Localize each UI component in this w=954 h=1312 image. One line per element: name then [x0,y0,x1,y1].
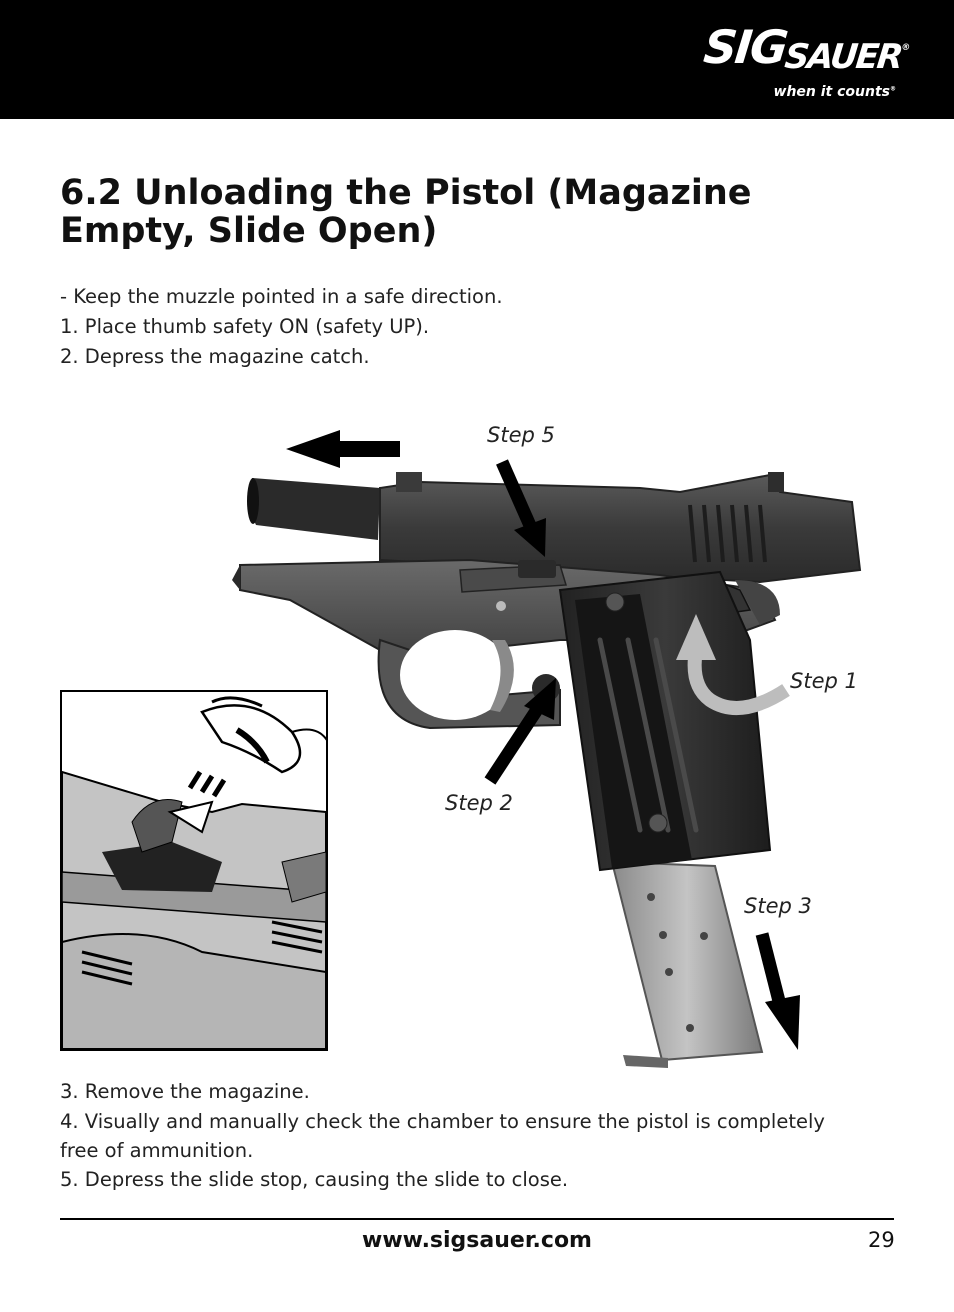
logo-wordmark: SIGSAUER ® [701,20,909,77]
logo-tagline: when it counts® [774,84,896,100]
instructions-bottom: 3. Remove the magazine. 4. Visually and … [60,1077,860,1195]
step3-arrow [755,932,800,1050]
logo-sauer: SAUER [782,37,904,77]
instruction-item: 2. Depress the magazine catch. [60,345,370,368]
barrel [247,478,380,540]
step2-label: Step 2 [445,791,513,815]
grip [558,570,772,872]
chamber-inspection-drawing [62,696,326,1049]
logo-sig: SIG [700,20,789,74]
slide-direction-arrow [286,430,400,468]
step1-arrow [676,614,790,715]
instructions-top: - Keep the muzzle pointed in a safe dire… [60,282,503,372]
instruction-item: 3. Remove the magazine. [60,1080,310,1103]
instruction-item: 5. Depress the slide stop, causing the s… [60,1168,569,1191]
page-header: SIGSAUER ® when it counts® [0,0,954,119]
chamber-inspection-inset [60,690,328,1051]
instruction-item: 4. Visually and manually check the chamb… [60,1110,825,1162]
step5-arrow [496,459,546,557]
slide [379,472,862,584]
instruction-item: - Keep the muzzle pointed in a safe dire… [60,285,503,308]
step1-label: Step 1 [790,669,858,693]
magazine [610,860,764,1068]
logo-tagline-text: when it counts [773,84,890,100]
pistol-photo [232,430,862,1068]
step5-label: Step 5 [487,423,555,447]
logo-tagline-reg: ® [890,85,896,93]
sig-sauer-logo: SIGSAUER ® when it counts® [701,20,909,104]
footer-website-link[interactable]: www.sigsauer.com [362,1228,592,1253]
instruction-item: 1. Place thumb safety ON (safety UP). [60,315,430,338]
step3-label: Step 3 [744,894,812,918]
footer-divider [60,1218,894,1220]
page-number: 29 [868,1228,895,1252]
page-title: 6.2 Unloading the Pistol (Magazine Empty… [60,173,752,251]
logo-registered-mark: ® [900,43,909,53]
step2-arrow [484,678,556,785]
